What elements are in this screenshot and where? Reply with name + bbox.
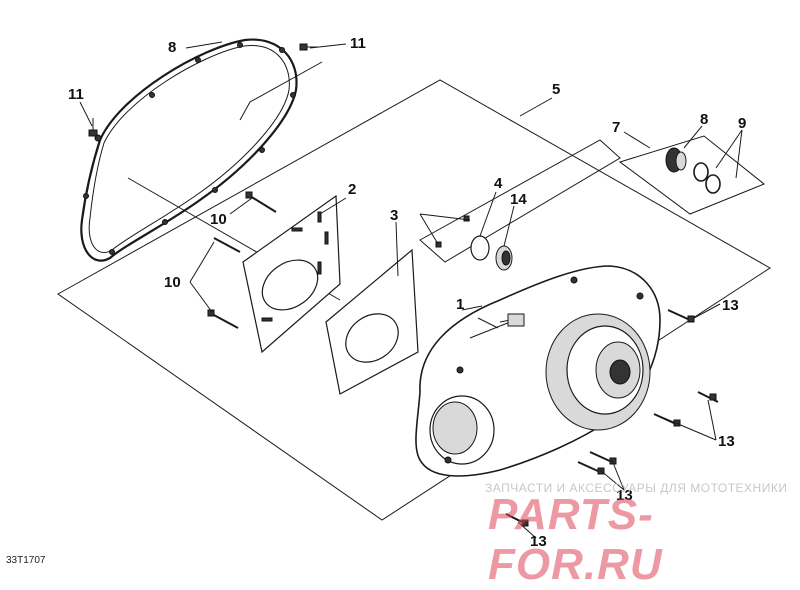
screw-10-lower xyxy=(207,237,241,329)
air-guide-plate xyxy=(242,194,341,354)
bolt-13-right-upper xyxy=(667,309,695,323)
watermark-caption: ЗАПЧАСТИ И АКСЕССУАРЫ ДЛЯ МОТОТЕХНИКИ xyxy=(485,481,788,495)
callout-11-left: 11 xyxy=(68,86,84,103)
callout-2: 2 xyxy=(348,181,356,198)
watermark-brand-logo: PARTS-FOR.RU xyxy=(488,490,663,589)
leader-lines xyxy=(79,41,743,539)
callout-14: 14 xyxy=(510,191,527,208)
callout-10-lower: 10 xyxy=(164,274,181,291)
diagram-code: 33T1707 xyxy=(6,555,46,566)
callout-4: 4 xyxy=(494,175,503,192)
callout-10-upper: 10 xyxy=(210,211,227,228)
clutch-cover xyxy=(415,265,661,477)
callout-3: 3 xyxy=(390,207,398,224)
screw-10-upper xyxy=(245,191,277,213)
insulation-plate xyxy=(325,248,419,395)
callout-8-gasket: 8 xyxy=(168,39,176,56)
callout-11-right: 11 xyxy=(350,35,366,52)
exploded-parts-diagram: 1 2 3 4 5 7 8 9 8 11 11 10 10 14 13 13 1… xyxy=(57,35,771,550)
guide-line xyxy=(239,61,323,121)
callout-5: 5 xyxy=(552,81,560,98)
callout-7: 7 xyxy=(612,119,620,136)
callout-9: 9 xyxy=(738,115,746,132)
seal-kit-box xyxy=(618,135,765,215)
bolt-13-bottom xyxy=(505,513,529,527)
callout-1: 1 xyxy=(456,296,464,313)
bolt-13-right-mid xyxy=(653,391,719,427)
bolt-13-lower xyxy=(577,451,617,475)
assembly-outline-box xyxy=(57,79,771,521)
callout-13-lower: 13 xyxy=(616,487,633,504)
gasket-part xyxy=(80,38,298,262)
bearing-set xyxy=(419,139,621,271)
callout-8-seal: 8 xyxy=(700,111,708,128)
callout-13-mid: 13 xyxy=(718,433,735,450)
callout-13-bottom: 13 xyxy=(530,533,547,550)
callout-13-upper: 13 xyxy=(722,297,739,314)
screw-11-left xyxy=(88,118,98,137)
